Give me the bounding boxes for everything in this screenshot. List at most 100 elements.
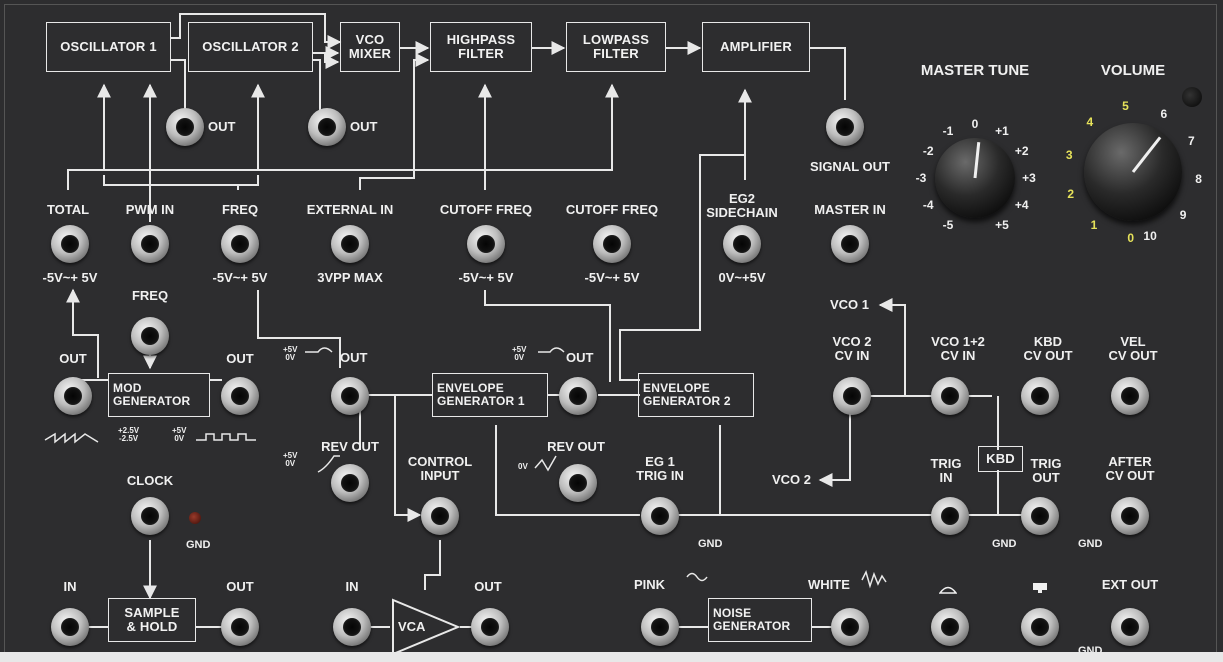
master-tune-scale-tick: -2 xyxy=(922,144,934,158)
osc1-out-jack[interactable] xyxy=(166,108,204,146)
lpf-cutoff-freq-label: CUTOFF FREQ xyxy=(565,202,659,217)
vco2-cv-in-jack[interactable] xyxy=(833,377,871,415)
pink-noise-label: PINK xyxy=(634,577,666,592)
sh-in-label: IN xyxy=(63,579,77,594)
volume-scale-tick: 9 xyxy=(1179,208,1187,223)
master-tune-scale-tick: -1 xyxy=(942,124,954,139)
env2-rev-out-jack[interactable] xyxy=(559,464,597,502)
mod-freq-jack[interactable] xyxy=(131,317,169,355)
white-noise-jack[interactable] xyxy=(831,608,869,646)
sample-hold-module: SAMPLE & HOLD xyxy=(108,598,196,642)
eg2-sidechain-jack[interactable] xyxy=(723,225,761,263)
master-tune-scale-tick: +1 xyxy=(995,124,1009,139)
vca-in-label: IN xyxy=(345,579,359,594)
total-range-label: -5V~+ 5V xyxy=(42,270,98,285)
oscillator-2-module: OSCILLATOR 2 xyxy=(188,22,313,72)
eg1-trig-in-jack[interactable] xyxy=(641,497,679,535)
env1-rev-levels-label: +5V 0V xyxy=(283,451,298,468)
hpf-cutoff-freq-label: CUTOFF FREQ xyxy=(439,202,533,217)
vco2-cv-in-label: VCO 2 CV IN xyxy=(832,334,872,363)
env1-out-jack[interactable] xyxy=(331,377,369,415)
kbd-cv-out-jack[interactable] xyxy=(1021,377,1059,415)
monitor-jack[interactable] xyxy=(1021,608,1059,646)
lpf-cutoff-jack[interactable] xyxy=(593,225,631,263)
volume-scale-tick: 6 xyxy=(1160,106,1168,121)
volume-scale-tick: 5 xyxy=(1122,99,1129,114)
osc2-out-jack[interactable] xyxy=(308,108,346,146)
monitor-icon xyxy=(1033,583,1047,593)
arch-jack[interactable] xyxy=(931,608,969,646)
signal-out-jack[interactable] xyxy=(826,108,864,146)
env1-rev-out-jack[interactable] xyxy=(331,464,369,502)
mod-out-right-label: OUT xyxy=(226,351,254,366)
master-tune-scale-tick: +2 xyxy=(1014,144,1029,158)
pink-noise-jack[interactable] xyxy=(641,608,679,646)
vco-mixer-module: VCO MIXER xyxy=(340,22,400,72)
total-jack[interactable] xyxy=(51,225,89,263)
volume-scale-tick: 2 xyxy=(1067,186,1075,201)
hpf-range-label: -5V~+ 5V xyxy=(458,270,514,285)
eg1-trig-in-label: EG 1 TRIG IN xyxy=(636,454,684,483)
sh-out-label: OUT xyxy=(226,579,254,594)
mod-out-left-jack[interactable] xyxy=(54,377,92,415)
vca-label: VCA xyxy=(398,619,426,634)
freq-jack[interactable] xyxy=(221,225,259,263)
master-in-label: MASTER IN xyxy=(814,202,886,217)
osc2-out-label: OUT xyxy=(350,119,378,134)
volume-scale-tick: 3 xyxy=(1065,148,1073,163)
ext-out-jack[interactable] xyxy=(1111,608,1149,646)
volume-scale-tick: 1 xyxy=(1090,218,1098,233)
master-in-jack[interactable] xyxy=(831,225,869,263)
trig-in-jack[interactable] xyxy=(931,497,969,535)
vca-in-jack[interactable] xyxy=(333,608,371,646)
vco12-cv-in-jack[interactable] xyxy=(931,377,969,415)
after-cv-out-jack[interactable] xyxy=(1111,497,1149,535)
env1-rev-out-label: REV OUT xyxy=(321,439,379,454)
arch-icon xyxy=(939,586,957,594)
hpf-cutoff-jack[interactable] xyxy=(467,225,505,263)
bottom-strip xyxy=(0,652,1223,662)
vel-cv-out-label: VEL CV OUT xyxy=(1108,334,1158,363)
volume-scale-tick: 0 xyxy=(1127,230,1135,245)
vca-out-jack[interactable] xyxy=(471,608,509,646)
env2-out-jack[interactable] xyxy=(559,377,597,415)
vco1-label: VCO 1 xyxy=(830,297,870,312)
mod-freq-label: FREQ xyxy=(131,288,169,303)
white-noise-label: WHITE xyxy=(808,577,850,592)
master-tune-scale-tick: -3 xyxy=(915,171,927,185)
eg2-sidechain-label: EG2 SIDECHAIN xyxy=(706,191,778,220)
env2-rev-0v-label: 0V xyxy=(518,462,528,471)
env1-out-label: OUT xyxy=(340,350,368,365)
after-cv-out-label: AFTER CV OUT xyxy=(1105,454,1155,483)
trig-in-gnd-label: GND xyxy=(992,538,1017,550)
master-tune-label: MASTER TUNE xyxy=(920,62,1030,79)
volume-knob[interactable] xyxy=(1084,123,1182,221)
vel-cv-out-jack[interactable] xyxy=(1111,377,1149,415)
external-in-label: EXTERNAL IN xyxy=(306,202,394,217)
mod-levels-a-label: +2.5V -2.5V xyxy=(118,426,140,443)
sh-out-jack[interactable] xyxy=(221,608,259,646)
trig-out-jack[interactable] xyxy=(1021,497,1059,535)
external-in-jack[interactable] xyxy=(331,225,369,263)
vco12-cv-in-label: VCO 1+2 CV IN xyxy=(931,334,985,363)
amplifier-module: AMPLIFIER xyxy=(702,22,810,72)
mod-levels-b-label: +5V 0V xyxy=(172,426,187,443)
sh-in-jack[interactable] xyxy=(51,608,89,646)
lpf-range-label: -5V~+ 5V xyxy=(584,270,640,285)
envelope-generator-2-module: ENVELOPE GENERATOR 2 xyxy=(638,373,754,417)
trig-in-label: TRIG IN xyxy=(930,456,962,485)
control-input-label: CONTROL INPUT xyxy=(407,454,473,483)
pwm-in-jack[interactable] xyxy=(131,225,169,263)
control-input-jack[interactable] xyxy=(421,497,459,535)
highpass-filter-module: HIGHPASS FILTER xyxy=(430,22,532,72)
osc1-out-label: OUT xyxy=(208,119,236,134)
clock-jack[interactable] xyxy=(131,497,169,535)
oscillator-1-module: OSCILLATOR 1 xyxy=(46,22,171,72)
master-tune-knob[interactable] xyxy=(935,138,1015,218)
mod-out-right-jack[interactable] xyxy=(221,377,259,415)
external-in-range-label: 3VPP MAX xyxy=(317,270,383,285)
eg2-sidechain-range-label: 0V~+5V xyxy=(718,270,766,285)
master-tune-scale-tick: +3 xyxy=(1022,171,1036,185)
